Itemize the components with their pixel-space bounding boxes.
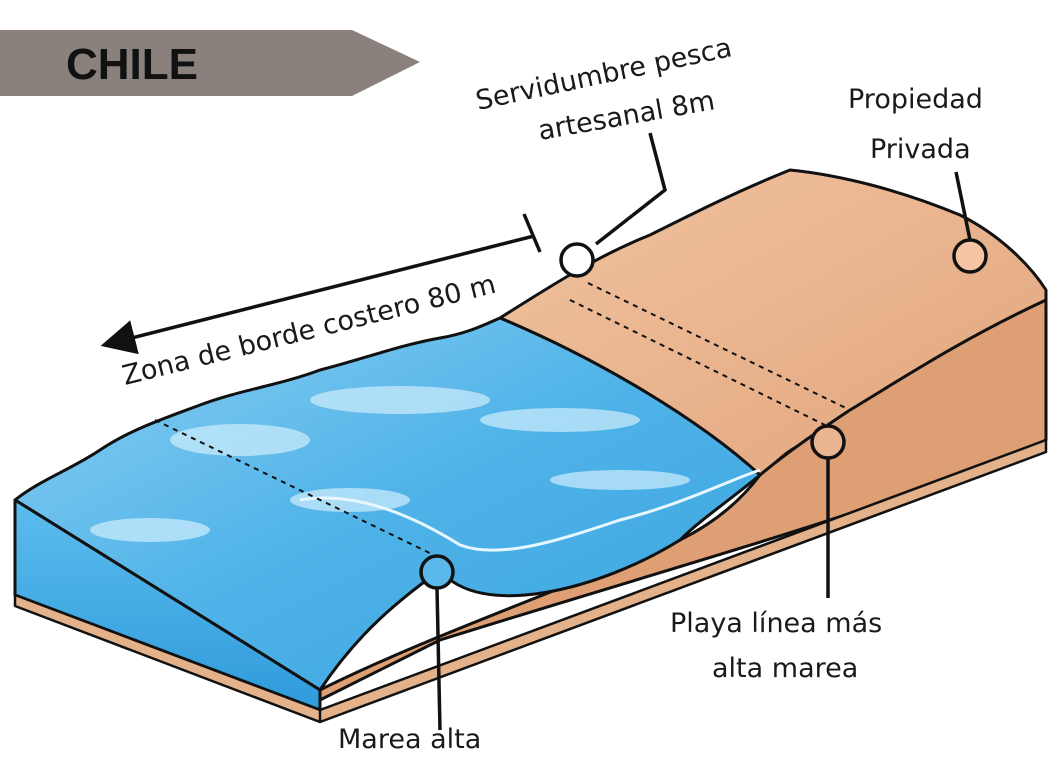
marker-circle-icon: [810, 424, 846, 460]
playa-label-line2: alta marea: [712, 653, 858, 684]
playa-label-line1: Playa línea más: [670, 608, 882, 639]
marker-circle-icon: [559, 242, 595, 278]
marea-leader-line: [435, 587, 442, 731]
title-banner: CHILE: [0, 30, 420, 96]
left-arrow-icon: [100, 234, 535, 355]
marea-label: Marea alta: [338, 724, 481, 755]
title-banner-shape: [0, 30, 420, 96]
marker-circle-icon: [952, 238, 988, 274]
zona-arrow-endcap: [522, 213, 542, 253]
servidumbre-leader-line: [594, 132, 667, 246]
playa-callout: Playa línea más alta marea: [670, 424, 882, 684]
base-strip: [13, 438, 1048, 724]
propiedad-leader-line: [954, 171, 972, 241]
propiedad-label-line1: Propiedad: [848, 84, 983, 115]
propiedad-label-line2: Privada: [870, 134, 971, 165]
dashed-line-easement-upper: [587, 282, 851, 411]
dashed-line-easement-lower: [569, 299, 826, 426]
marea-callout: Marea alta: [338, 554, 481, 755]
page-title: CHILE: [66, 40, 198, 89]
propiedad-callout: Propiedad Privada: [848, 84, 988, 274]
wave-line: [299, 468, 761, 552]
dashed-line-high-tide: [154, 419, 441, 559]
dashed-lines: [154, 282, 851, 559]
marker-circle-icon: [419, 554, 455, 590]
